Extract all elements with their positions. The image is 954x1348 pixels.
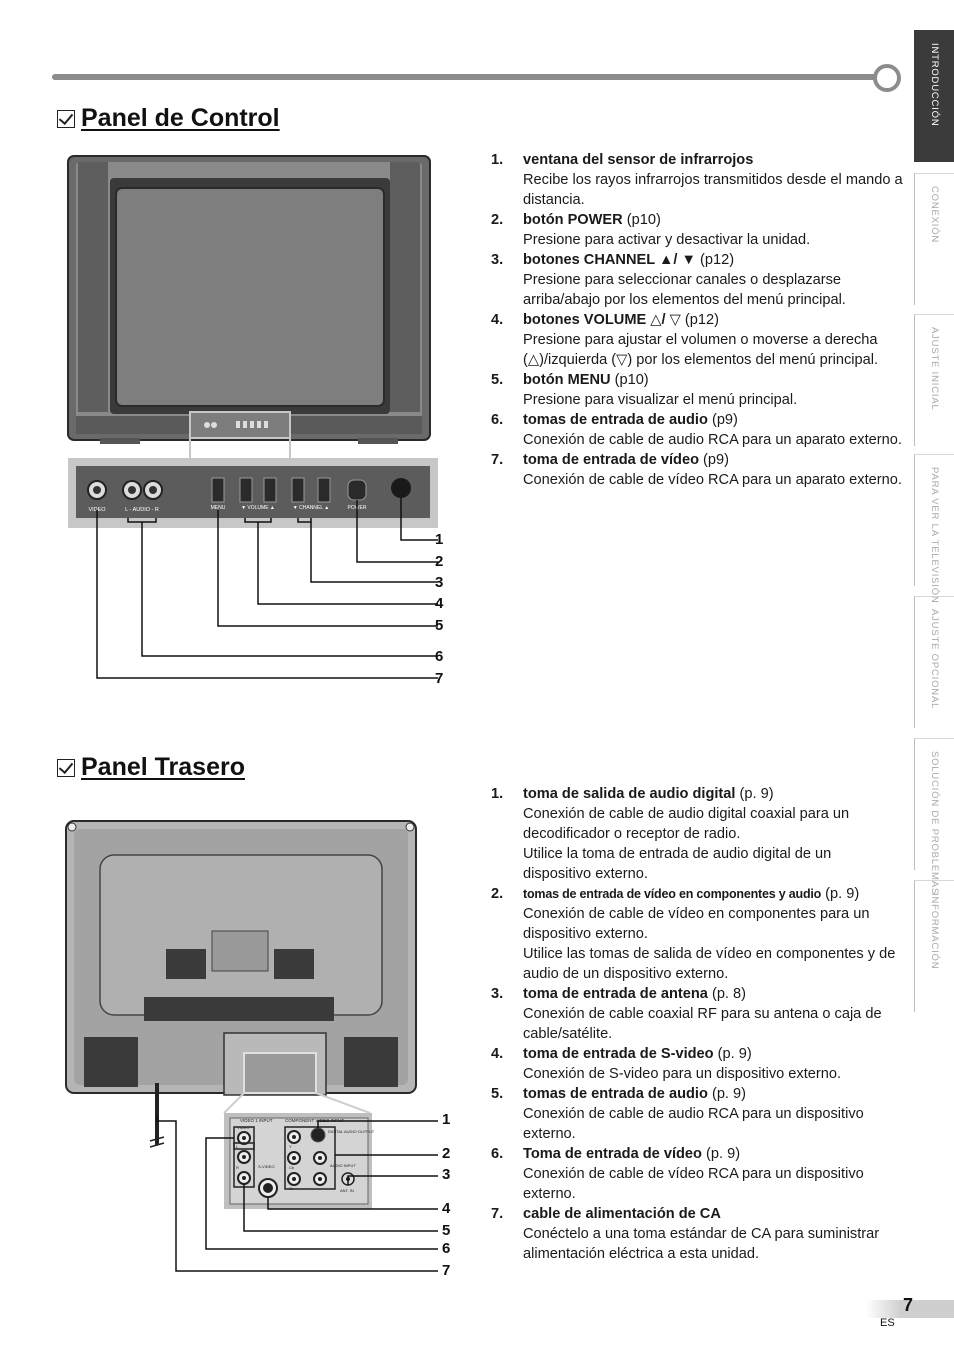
- header-rule-knob: [873, 64, 901, 92]
- rear-callout-4: 4: [442, 1200, 451, 1217]
- panel-label-audio-input: AUDIO INPUT: [330, 1163, 356, 1168]
- panel-label-r: R: [236, 1165, 239, 1170]
- tv-rear-illustration: VIDEO 1 INPUT COMPONENT VIDEO INPUT VIDE…: [65, 820, 438, 1272]
- list-item: 6. Toma de entrada de vídeo (p. 9)Conexi…: [491, 1146, 864, 1202]
- control-callout-3: 3: [435, 574, 444, 591]
- panel-label-menu: MENU: [211, 505, 226, 511]
- list-item: 4. botones VOLUME △/ ▽ (p12)Presione par…: [491, 312, 879, 368]
- tab-para-ver-la-television[interactable]: PARA VER LA TELEVISIÓN: [914, 454, 954, 604]
- list-item: 1. toma de salida de audio digital (p. 9…: [491, 786, 850, 882]
- tab-ajuste-inicial[interactable]: AJUSTE INICIAL: [914, 314, 954, 446]
- control-callout-5: 5: [435, 617, 444, 634]
- tab-solucion-de-problemas[interactable]: SOLUCIÓN DE PROBLEMAS: [914, 738, 954, 895]
- rear-callout-2: 2: [442, 1145, 451, 1162]
- list-item: 5. tomas de entrada de audio (p. 9)Conex…: [491, 1086, 864, 1142]
- tab-informacion[interactable]: INFORMACIÓN: [914, 880, 954, 1012]
- rear-callout-3: 3: [442, 1166, 451, 1183]
- control-callout-1: 1: [435, 531, 444, 548]
- rear-callout-5: 5: [442, 1222, 451, 1239]
- rear-panel-title: Panel Trasero: [81, 753, 245, 781]
- rear-callout-7: 7: [442, 1262, 451, 1279]
- control-callout-2: 2: [435, 553, 444, 570]
- panel-label-volume: ▼ VOLUME ▲: [241, 505, 275, 511]
- control-panel-title: Panel de Control: [81, 104, 280, 132]
- page-language: ES: [880, 1317, 895, 1329]
- rear-callout-1: 1: [442, 1111, 451, 1128]
- tab-ajuste-opcional[interactable]: AJUSTE OPCIONAL: [914, 596, 954, 728]
- list-item: 2. tomas de entrada de vídeo en componen…: [491, 886, 896, 982]
- list-item: 6. tomas de entrada de audio (p9)Conexió…: [491, 412, 902, 448]
- list-item: 4. toma de entrada de S-video (p. 9)Cone…: [491, 1046, 842, 1082]
- list-item: 2. botón POWER (p10)Presione para activa…: [491, 212, 811, 248]
- panel-label-channel: ▼ CHANNEL ▲: [293, 505, 329, 511]
- header-rule: [52, 74, 882, 80]
- panel-label-video: VIDEO: [237, 1125, 249, 1130]
- panel-label-cr: Cr: [289, 1186, 294, 1191]
- page-number: 7: [903, 1295, 914, 1315]
- panel-label-svideo: S-VIDEO: [258, 1164, 274, 1169]
- list-item: 3. toma de entrada de antena (p. 8)Conex…: [491, 986, 882, 1042]
- control-callout-4: 4: [435, 595, 444, 612]
- panel-label-audio: L - AUDIO - R: [125, 507, 159, 513]
- control-panel-heading: Panel de Control: [57, 104, 280, 133]
- panel-label-cb: Cb: [289, 1165, 295, 1170]
- tv-front-illustration: VIDEO L - AUDIO - R MENU ▼ VOLUME ▲ ▼ CH…: [67, 155, 438, 679]
- list-item: 5. botón MENU (p10)Presione para visuali…: [491, 372, 798, 408]
- rear-panel-descriptions: 1. toma de salida de audio digital (p. 9…: [491, 784, 903, 1264]
- rear-panel-heading: Panel Trasero: [57, 753, 245, 782]
- list-item: 3. botones CHANNEL ▲/ ▼ (p12)Presione pa…: [491, 252, 846, 308]
- panel-label-l: L: [236, 1144, 239, 1149]
- panel-label-y: Y: [289, 1144, 292, 1149]
- checkbox-icon: [57, 109, 75, 128]
- tab-conexion[interactable]: CONEXIÓN: [914, 173, 954, 305]
- checkbox-icon: [57, 758, 75, 777]
- panel-label-component-input: COMPONENT VIDEO INPUT: [285, 1118, 344, 1123]
- panel-label-video1-input: VIDEO 1 INPUT: [240, 1118, 273, 1123]
- rear-callout-6: 6: [442, 1240, 451, 1257]
- panel-label-ant-in: ANT. IN: [340, 1188, 354, 1193]
- list-item: 7. toma de entrada de vídeo (p9)Conexión…: [491, 452, 902, 488]
- control-callout-6: 6: [435, 648, 444, 665]
- panel-label-digital-out: DIGITAL AUDIO OUTPUT: [328, 1129, 375, 1134]
- tab-introduccion[interactable]: INTRODUCCIÓN: [914, 30, 954, 162]
- page-number-bar: [866, 1300, 954, 1318]
- control-callout-7: 7: [435, 670, 444, 687]
